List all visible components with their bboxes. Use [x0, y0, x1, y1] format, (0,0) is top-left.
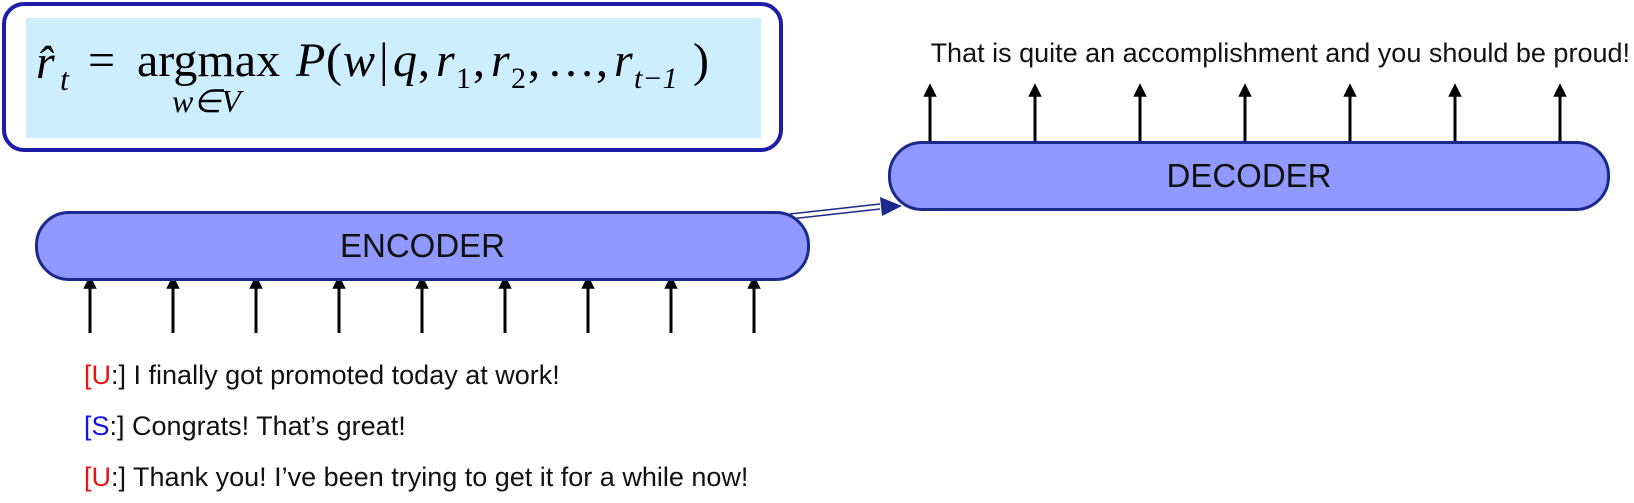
formula-dots: …	[547, 34, 595, 87]
formula-equals: =	[88, 34, 115, 87]
formula-rt-subscript: t−1	[634, 62, 678, 95]
formula-rt: r	[614, 34, 633, 87]
decoder-block: DECODER	[888, 141, 1610, 211]
formula-operator: argmax	[137, 34, 280, 87]
dialogue-history: [U:] I finally got promoted today at wor…	[84, 350, 748, 503]
formula-box	[2, 2, 783, 152]
utterance-2-speaker: S	[91, 411, 110, 441]
encoder-block: ENCODER	[35, 211, 810, 281]
formula-comma-1: ,	[418, 34, 430, 87]
formula-r2: r	[491, 34, 510, 87]
utterance-3-text: Thank you! I’ve been trying to get it fo…	[133, 462, 749, 492]
formula: r̂ t = argmax w∈V P ( w | q , r 1 , r 2 …	[36, 34, 709, 119]
formula-operator-subscript: w∈V	[172, 83, 244, 119]
decoder-output-sentence: That is quite an accomplishment and you …	[930, 38, 1630, 68]
utterance-2: [S:] Congrats! That’s great!	[84, 401, 748, 452]
utterance-3: [U:] Thank you! I’ve been trying to get …	[84, 452, 748, 503]
formula-background	[26, 18, 761, 138]
utterance-2-open-bracket: [	[84, 411, 92, 441]
formula-r1: r	[436, 34, 455, 87]
formula-prob: P	[295, 34, 325, 87]
utterance-1-text: I finally got promoted today at work!	[133, 360, 560, 390]
utterance-3-close-bracket: :]	[111, 462, 134, 492]
encoder-to-decoder-connector	[789, 197, 902, 220]
encoder-to-decoder-arrow-inner	[789, 208, 881, 220]
formula-r2-subscript: 2	[511, 62, 526, 95]
formula-bar: |	[379, 34, 389, 87]
formula-lhs-subscript: t	[60, 61, 70, 97]
formula-close-paren: )	[693, 34, 709, 87]
utterance-2-close-bracket: :]	[109, 411, 133, 441]
formula-comma-4: ,	[596, 34, 608, 87]
utterance-3-open-bracket: [	[84, 462, 92, 492]
formula-var-w: w	[343, 34, 375, 87]
encoder-to-decoder-arrow	[789, 204, 883, 220]
encoder-input-arrows	[83, 275, 761, 333]
formula-q: q	[393, 34, 417, 87]
encoder-to-decoder-arrow-outer	[789, 203, 881, 215]
encoder-label: ENCODER	[339, 227, 506, 264]
utterance-1-open-bracket: [	[84, 360, 92, 390]
decoder-output-arrows	[923, 83, 1567, 141]
utterance-3-speaker: U	[91, 462, 112, 492]
formula-comma-3: ,	[528, 34, 540, 87]
utterance-1-speaker: U	[91, 360, 112, 390]
decoder-label: DECODER	[1166, 157, 1332, 194]
utterance-1: [U:] I finally got promoted today at wor…	[84, 350, 748, 401]
formula-open-paren: (	[326, 34, 342, 87]
encoder-to-decoder-arrowhead	[880, 197, 902, 216]
formula-r1-subscript: 1	[456, 62, 471, 95]
utterance-2-text: Congrats! That’s great!	[132, 411, 406, 441]
formula-lhs: r̂	[36, 36, 55, 89]
utterance-1-close-bracket: :]	[111, 360, 134, 390]
formula-comma-2: ,	[473, 34, 485, 87]
